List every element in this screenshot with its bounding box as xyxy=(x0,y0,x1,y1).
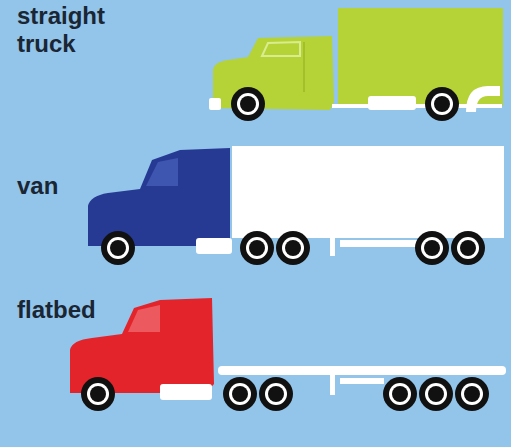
side-box xyxy=(368,96,416,110)
wheel xyxy=(425,87,459,121)
bumper xyxy=(209,98,221,110)
landing-gear xyxy=(330,375,335,395)
tire xyxy=(81,377,115,411)
flatbed-deck xyxy=(218,366,506,375)
rim xyxy=(389,383,411,405)
hub xyxy=(232,386,248,402)
vehicle-label: flatbed xyxy=(17,296,129,324)
cab-window xyxy=(146,158,178,186)
door-line xyxy=(303,42,305,92)
wheel xyxy=(419,377,453,411)
trailer-frame xyxy=(340,378,384,384)
tire xyxy=(415,231,449,265)
mud-flap xyxy=(466,86,500,112)
wheel xyxy=(223,377,257,411)
hub xyxy=(110,240,126,256)
flatbed-truck xyxy=(70,298,506,411)
vehicle-label: straight truck xyxy=(17,2,129,58)
wheel xyxy=(259,377,293,411)
hub xyxy=(268,386,284,402)
tire xyxy=(240,231,274,265)
tire xyxy=(101,231,135,265)
hub xyxy=(285,240,301,256)
hub xyxy=(240,96,256,112)
van-trailer xyxy=(232,146,504,238)
tire xyxy=(223,377,257,411)
fuel-tank xyxy=(196,238,232,254)
tire xyxy=(383,377,417,411)
rim xyxy=(457,237,479,259)
rim xyxy=(265,383,287,405)
van-truck xyxy=(88,146,504,265)
tire xyxy=(451,231,485,265)
wheel xyxy=(81,377,115,411)
hub xyxy=(434,96,450,112)
tire xyxy=(419,377,453,411)
tire xyxy=(425,87,459,121)
tire xyxy=(276,231,310,265)
rim xyxy=(461,383,483,405)
hub xyxy=(460,240,476,256)
hub xyxy=(464,386,480,402)
truck-cab xyxy=(88,148,230,246)
tire xyxy=(259,377,293,411)
hub xyxy=(424,240,440,256)
wheel xyxy=(276,231,310,265)
cab-window xyxy=(262,42,300,56)
trailer-frame xyxy=(340,240,420,247)
wheel xyxy=(101,231,135,265)
rim xyxy=(431,93,453,115)
tire xyxy=(231,87,265,121)
hub xyxy=(428,386,444,402)
rim xyxy=(421,237,443,259)
wheel xyxy=(383,377,417,411)
hub xyxy=(90,386,106,402)
truck-cab xyxy=(213,36,334,110)
straight-truck xyxy=(209,8,503,121)
rim xyxy=(107,237,129,259)
wheel xyxy=(451,231,485,265)
fuel-tank xyxy=(160,384,212,400)
rim xyxy=(425,383,447,405)
rim xyxy=(229,383,251,405)
wheel xyxy=(231,87,265,121)
rim xyxy=(282,237,304,259)
rim xyxy=(87,383,109,405)
rim xyxy=(246,237,268,259)
cab-window xyxy=(128,305,160,332)
hub xyxy=(392,386,408,402)
wheel xyxy=(455,377,489,411)
rim xyxy=(237,93,259,115)
hub xyxy=(249,240,265,256)
vehicle-label: van xyxy=(17,172,129,200)
wheel xyxy=(415,231,449,265)
landing-gear xyxy=(330,236,335,256)
wheel xyxy=(240,231,274,265)
tire xyxy=(455,377,489,411)
